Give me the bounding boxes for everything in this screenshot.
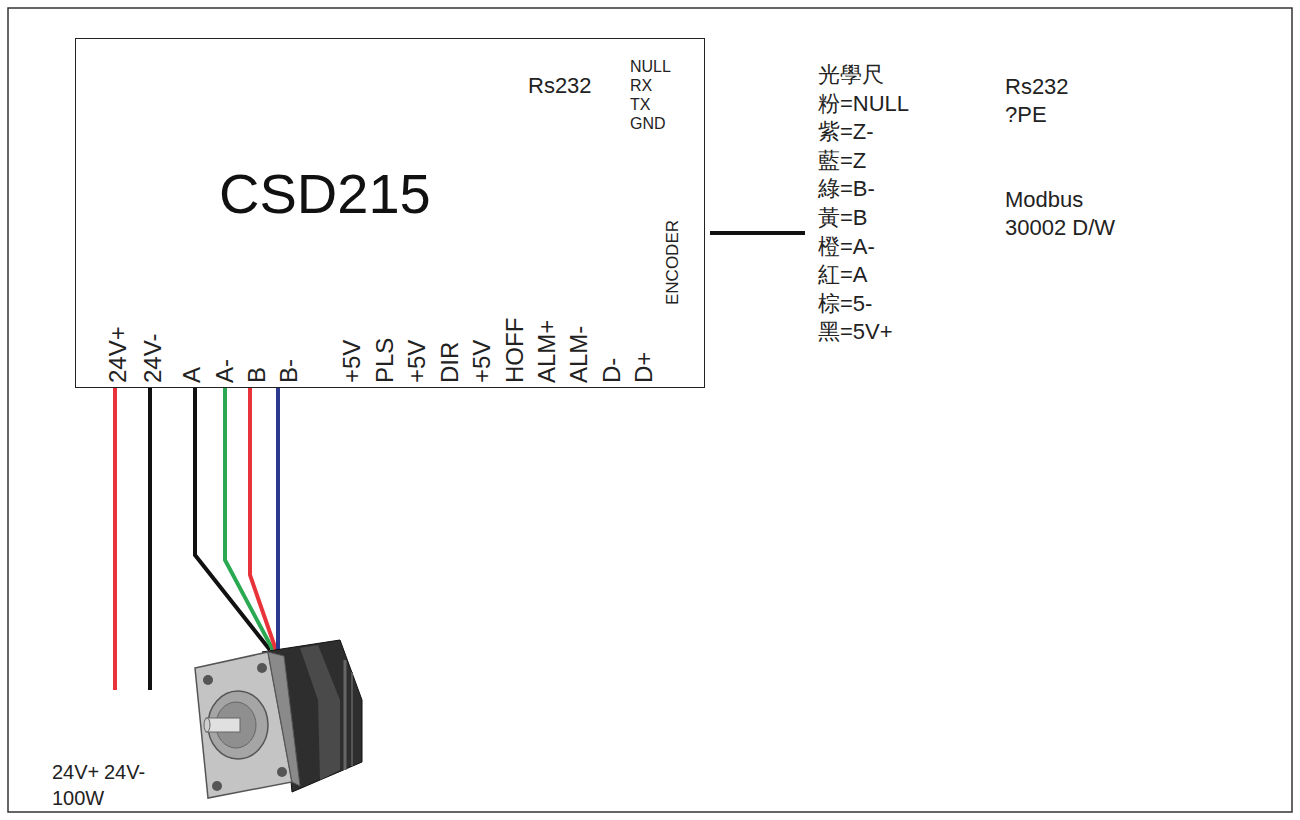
terminal-name: +5V	[470, 340, 494, 383]
terminal-name: +5V	[405, 340, 429, 383]
pin-name: TX	[630, 97, 650, 114]
stepper-motor	[195, 640, 362, 798]
port-name: Rs232	[528, 74, 592, 97]
pin-name: GND	[630, 116, 666, 133]
terminal-name: PLS	[373, 338, 397, 383]
note-text: Modbus	[1005, 188, 1083, 211]
model-name: CSD215	[219, 166, 431, 222]
power-wire-positive	[113, 388, 117, 690]
wire-color-note: 棕=5-	[818, 292, 872, 315]
port-name: ENCODER	[664, 220, 681, 305]
note-text: ?PE	[1005, 103, 1047, 126]
wire-color-note: 黃=B	[818, 206, 868, 229]
terminal-name: 24V+	[106, 326, 130, 383]
terminal-name: 24V-	[141, 334, 165, 383]
wire-color-note: 紅=A	[818, 263, 868, 286]
power-label: 24V+	[52, 762, 99, 783]
pin-name: RX	[630, 78, 652, 95]
page-frame	[8, 8, 1292, 812]
motor-wire-b	[250, 388, 276, 650]
terminal-name: B	[245, 367, 269, 383]
terminal-name: +5V	[340, 340, 364, 383]
terminal-name: A	[180, 367, 204, 383]
terminal-name: HOFF	[503, 318, 527, 383]
terminal-name: D+	[632, 352, 656, 383]
cable-title: 光學尺	[818, 63, 884, 86]
driver-box: CSD215	[75, 38, 705, 388]
wire-color-note: 黑=5V+	[818, 320, 893, 343]
power-wire-negative	[148, 388, 152, 690]
power-label: 24V-	[104, 762, 145, 783]
pin-name: NULL	[630, 59, 671, 76]
encoder-cable	[710, 231, 805, 235]
terminal-name: ALM+	[535, 320, 559, 383]
note-text: 30002 D/W	[1005, 216, 1115, 239]
wire-color-note: 橙=A-	[818, 235, 875, 258]
power-rating: 100W	[52, 788, 104, 809]
motor-wire-b-neg	[276, 388, 280, 650]
terminal-name: A-	[213, 359, 237, 383]
wire-color-note: 粉=NULL	[818, 92, 909, 115]
terminal-name: ALM-	[567, 326, 591, 383]
terminal-name: B-	[277, 359, 301, 383]
wire-color-note: 藍=Z	[818, 149, 866, 172]
note-text: Rs232	[1005, 75, 1069, 98]
wire-color-note: 紫=Z-	[818, 120, 874, 143]
terminal-name: DIR	[438, 342, 462, 383]
motor-wire-a	[195, 388, 270, 650]
terminal-name: D-	[600, 358, 624, 383]
wire-color-note: 綠=B-	[818, 177, 875, 200]
